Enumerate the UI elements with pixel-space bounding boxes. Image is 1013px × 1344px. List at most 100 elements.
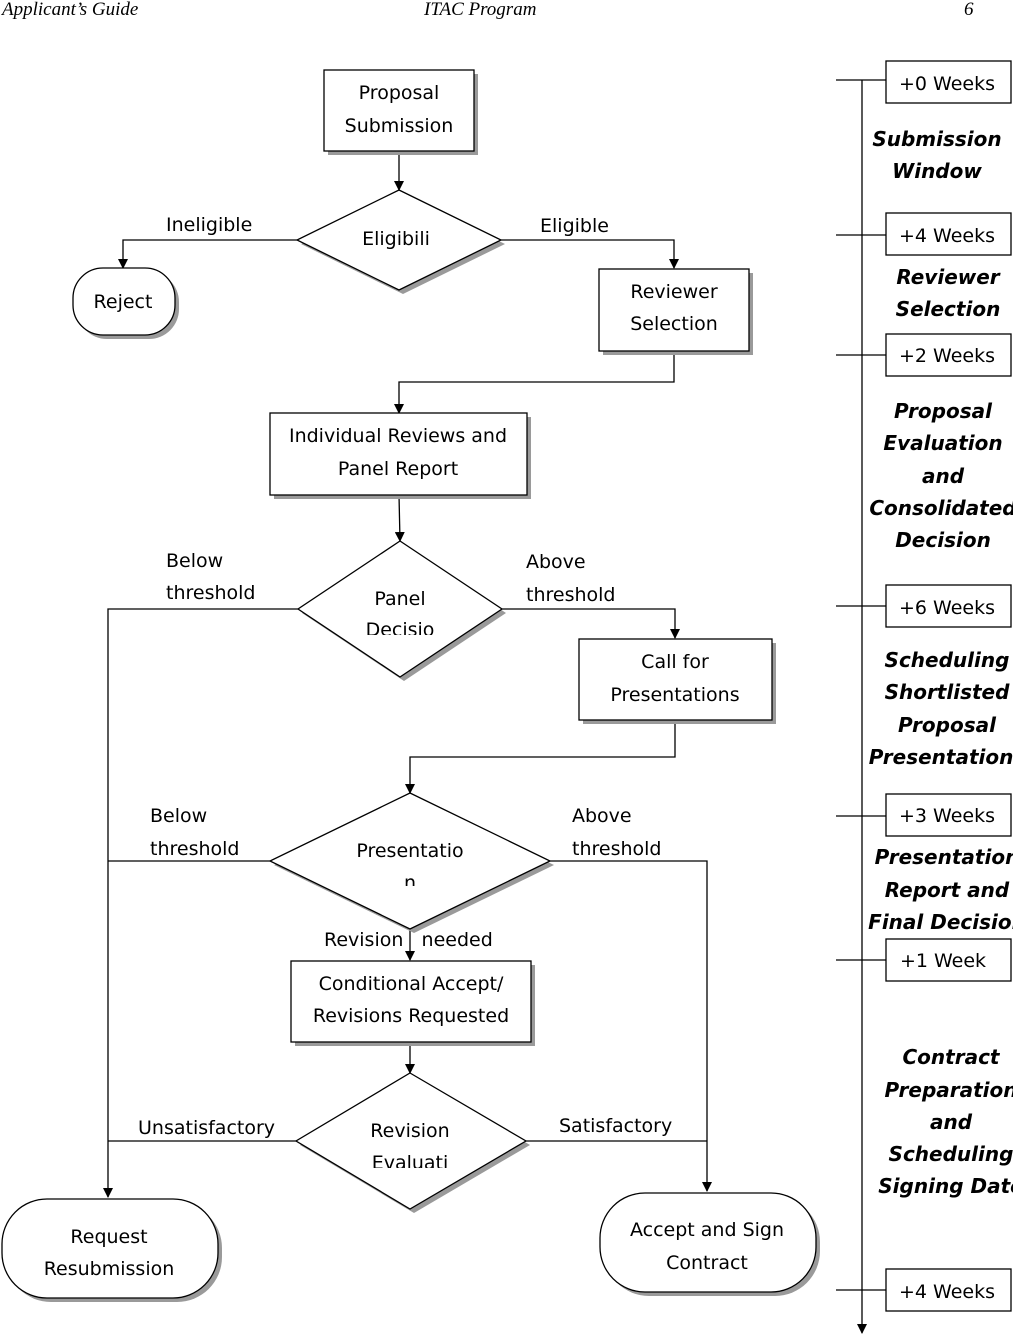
node-label: Presentations [610, 684, 739, 706]
node-label: Evaluati [372, 1152, 449, 1174]
timeline-phase-presentation-report: Presentation Report and Final Decision [868, 845, 1013, 934]
node-eligibility-decision: Eligibili [295, 189, 505, 294]
flow-connectors [103, 152, 712, 1198]
timeline-marker-label: +1 Week [900, 950, 986, 972]
phase-line: Shortlisted [885, 680, 1011, 704]
timeline-phase-contract-preparation: Contract Preparation and Scheduling Sign… [878, 1045, 1013, 1198]
header-page-number: 6 [964, 0, 974, 20]
label-eligible: Eligible [540, 215, 609, 237]
phase-line: Consolidated [869, 496, 1013, 520]
node-accept-sign-contract: Accept and Sign Contract [599, 1192, 820, 1296]
timeline-marker-label: +4 Weeks [899, 225, 995, 247]
phase-line: Selection [896, 297, 1001, 321]
phase-line: Proposal [898, 713, 997, 737]
node-label: Accept and Sign [630, 1219, 784, 1241]
node-label: Panel Report [338, 458, 458, 480]
timeline: +0 Weeks +4 Weeks +2 Weeks +6 Weeks +3 W… [836, 60, 1013, 1334]
timeline-marker-label: +4 Weeks [899, 1281, 995, 1303]
label-panel-above: threshold [526, 584, 615, 606]
phase-line: and [930, 1110, 973, 1134]
timeline-marker-box [885, 60, 1012, 104]
node-label: Revisions Requested [313, 1005, 509, 1027]
phase-line: Evaluation [883, 431, 1002, 455]
node-label: Reject [94, 291, 153, 313]
edge-presentation-above [550, 860, 712, 1192]
node-panel-decision: Panel Decisio [296, 540, 506, 681]
node-revision-evaluation: Revision Evaluati [294, 1072, 530, 1213]
timeline-marker-box [885, 212, 1012, 256]
node-label: Resubmission [44, 1258, 175, 1280]
node-label: n [404, 872, 416, 894]
edge-panel-above [502, 608, 680, 639]
label-revision-needed: Revision needed [324, 929, 493, 951]
header-program-title: ITAC Program [424, 0, 537, 20]
phase-line: Submission [872, 127, 1001, 151]
node-proposal-submission: Proposal Submission [323, 69, 478, 155]
phase-line: Window [892, 159, 982, 183]
node-label: Request [70, 1226, 147, 1248]
timeline-phase-reviewer-selection: Reviewer Selection [896, 265, 1001, 321]
label-unsatisfactory: Unsatisfactory [138, 1117, 275, 1139]
node-label: Individual Reviews and [289, 425, 507, 447]
label-satisfactory: Satisfactory [559, 1115, 672, 1137]
timeline-marker-box [885, 584, 1012, 628]
node-presentation-decision: Presentatio n [268, 792, 554, 933]
label-presentation-below: Below [150, 805, 207, 827]
header-guide-title: Applicant’s Guide [2, 0, 139, 20]
edge-panel-below [103, 608, 298, 1198]
timeline-marker-box [885, 938, 1012, 982]
timeline-marker-label: +6 Weeks [899, 597, 995, 619]
timeline-marker-box [885, 333, 1012, 377]
node-label: Submission [345, 115, 454, 137]
label-panel-below: Below [166, 550, 223, 572]
phase-line: Preparation [884, 1078, 1013, 1102]
timeline-marker-label: +2 Weeks [899, 345, 995, 367]
node-request-resubmission: Request Resubmission [1, 1198, 222, 1302]
phase-line: Scheduling [889, 1142, 1013, 1166]
node-reject: Reject [72, 267, 179, 339]
node-label: Conditional Accept/ [319, 973, 504, 995]
node-reviewer-selection: Reviewer Selection [598, 268, 753, 355]
phase-line: Reviewer [896, 265, 1000, 289]
timeline-phase-proposal-evaluation: Proposal Evaluation and Consolidated Dec… [869, 399, 1013, 552]
timeline-phase-scheduling-presentations: Scheduling Shortlisted Proposal Presenta… [869, 648, 1013, 769]
node-label: Selection [630, 313, 718, 335]
node-label: Decisio [366, 619, 435, 641]
phase-line: Scheduling [885, 648, 1010, 672]
edge-eligible [501, 239, 679, 269]
phase-line: Signing Date [878, 1174, 1013, 1198]
edge-call-presentation [405, 720, 676, 794]
timeline-phase-submission-window: Submission Window [872, 127, 1001, 183]
label-presentation-above: threshold [572, 838, 661, 860]
node-label: Eligibili [362, 228, 430, 250]
node-label: Panel [374, 588, 425, 610]
label-ineligible: Ineligible [166, 214, 252, 236]
phase-line: Contract [903, 1045, 1001, 1069]
timeline-marker-box [885, 793, 1012, 837]
node-conditional-accept: Conditional Accept/ Revisions Requested [290, 960, 535, 1046]
phase-line: Final Decision [868, 910, 1013, 934]
phase-line: Proposal [894, 399, 993, 423]
timeline-marker-box [885, 1268, 1012, 1312]
label-presentation-below: threshold [150, 838, 239, 860]
node-label: Call for [641, 651, 709, 673]
label-presentation-above: Above [572, 805, 632, 827]
node-label: Presentatio [356, 840, 463, 862]
timeline-marker-label: +3 Weeks [899, 805, 995, 827]
phase-line: Presentations [869, 745, 1013, 769]
node-label: Reviewer [630, 281, 717, 303]
label-panel-below: threshold [166, 582, 255, 604]
edge-reviewer-reviews [394, 351, 675, 414]
phase-line: Report and [885, 878, 1010, 902]
edge-reviews-panel [394, 494, 405, 542]
phase-line: Decision [895, 528, 991, 552]
node-call-for-presentations: Call for Presentations [578, 638, 776, 724]
node-label: Contract [666, 1252, 748, 1274]
phase-line: and [922, 464, 965, 488]
node-label: Proposal [359, 82, 440, 104]
node-individual-reviews: Individual Reviews and Panel Report [269, 412, 531, 499]
label-panel-above: Above [526, 551, 586, 573]
node-label: Revision [370, 1120, 449, 1142]
timeline-marker-label: +0 Weeks [899, 73, 995, 95]
